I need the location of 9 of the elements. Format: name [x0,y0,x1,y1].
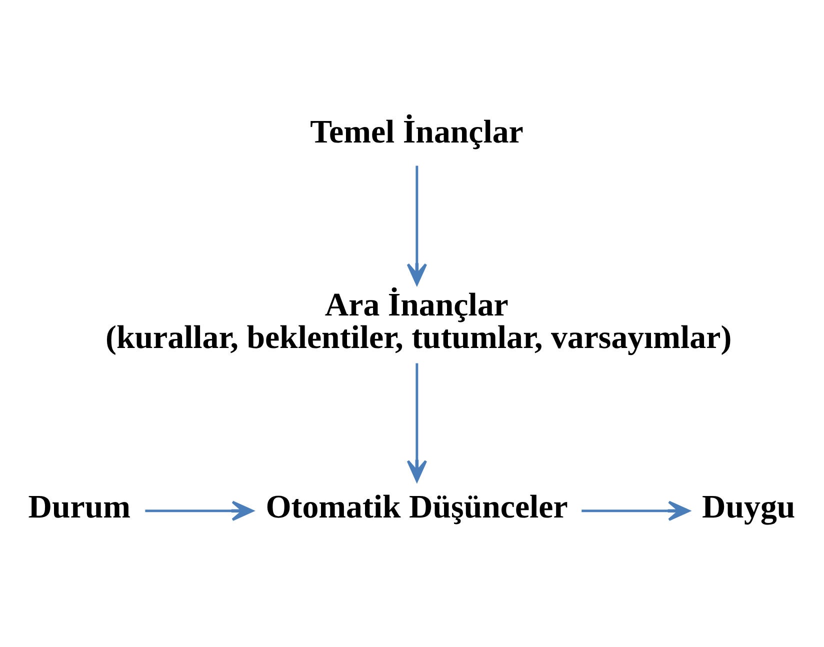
node-text: Temel İnançlar [310,114,524,151]
node-text: Ara İnançlar (kurallar, beklentiler, tutumlar, varsayımlar) [106,287,732,356]
arrow [406,166,428,286]
arrow [145,500,254,521]
node-text: Durum [28,489,131,526]
arrow [582,500,690,521]
node-text: Otomatik Düşünceler [266,489,568,526]
arrow [406,363,428,482]
node-text: Duygu [702,489,796,526]
